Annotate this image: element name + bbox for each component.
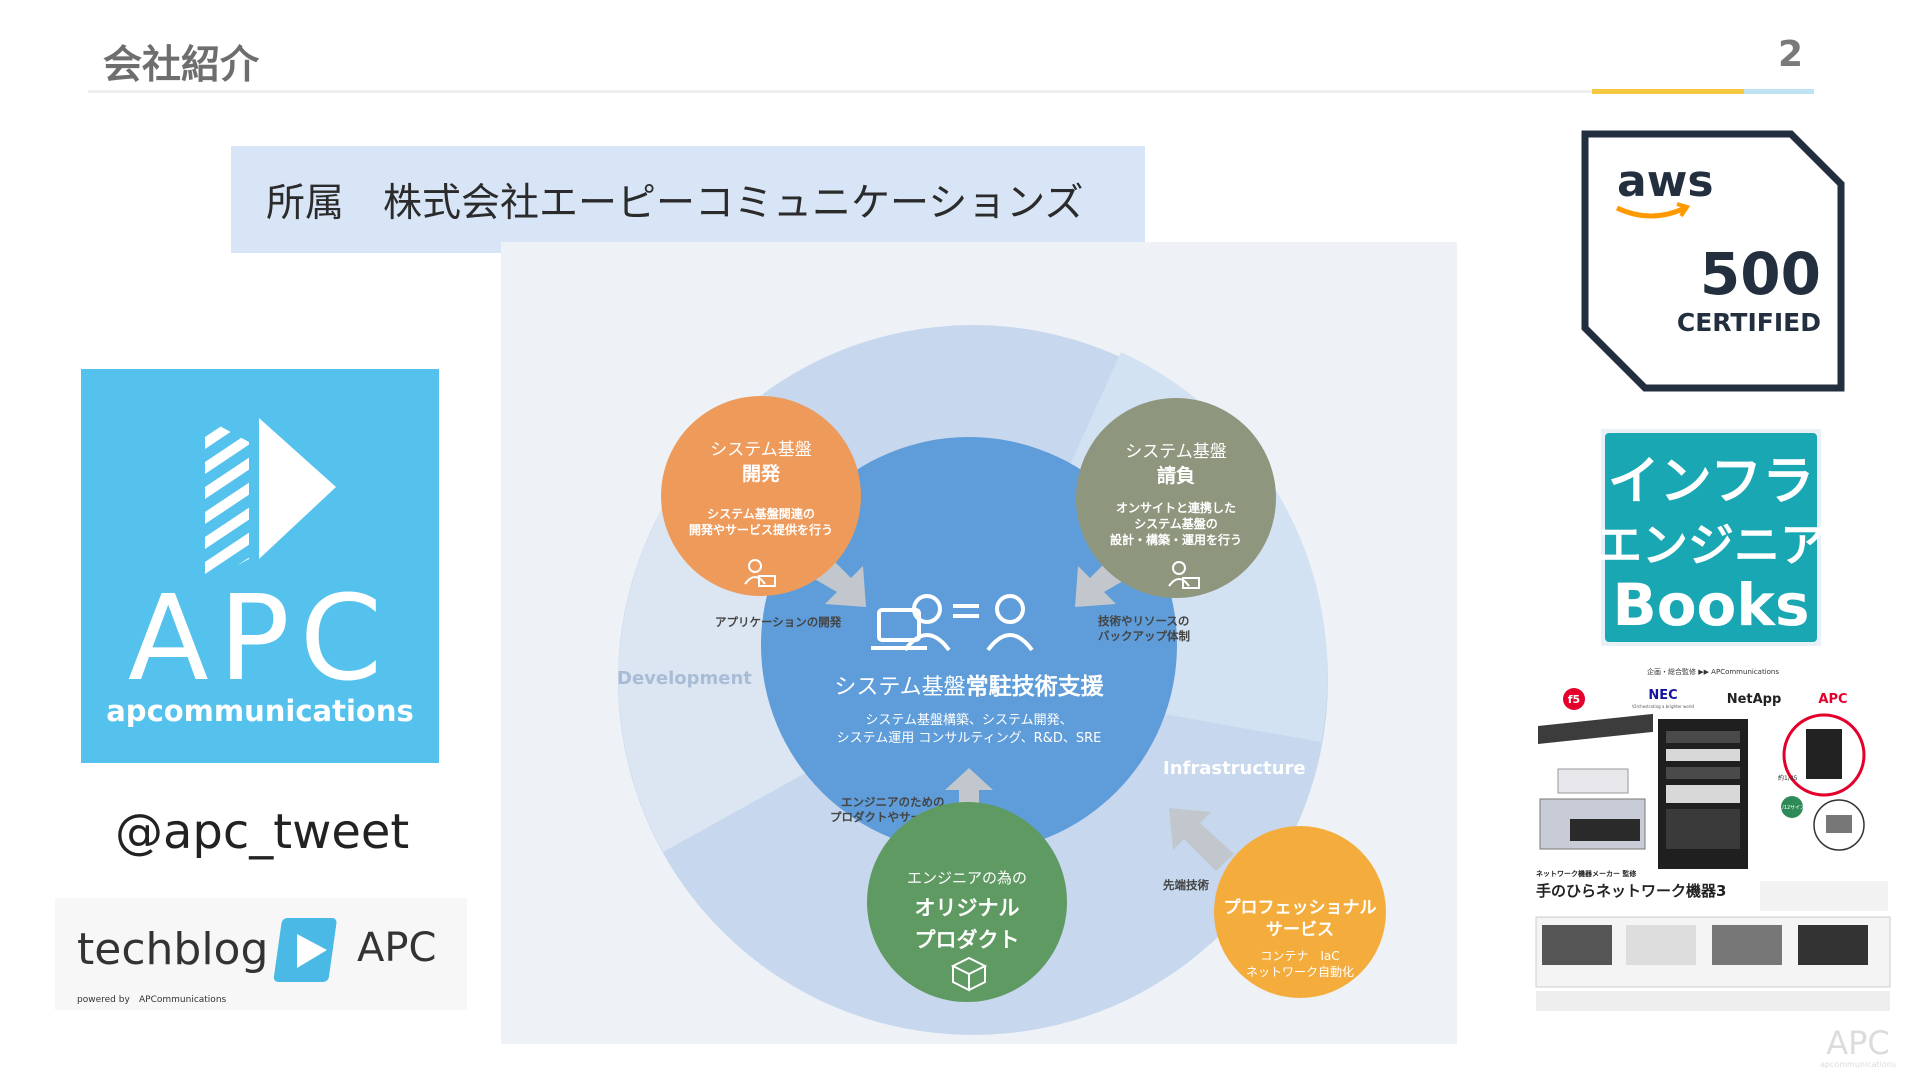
affiliation-banner: 所属 株式会社エーピーコミュニケーションズ [231,146,1145,253]
label-tech-backup-2: バックアップ体制 [1098,629,1190,643]
books-text-2: エンジニア [1601,518,1821,572]
node-dev-desc-1: システム基盤関連の [707,506,815,521]
apc-logo-sub: apcommunications [106,694,414,728]
node-pro-circle [1214,826,1386,998]
node-pro-desc-1: コンテナ IaC [1260,949,1339,963]
label-infrastructure: Infrastructure [1163,758,1306,779]
accent-bar-yellow [1592,89,1744,94]
aws-badge-number: 500 [1700,240,1821,308]
slide-title: 会社紹介 [103,43,260,88]
node-product-title-2: オリジナル [915,896,1020,920]
node-contract-desc-2: システム基盤の [1134,516,1218,531]
operator-icon [1168,561,1200,589]
page-number: 2 [1778,34,1804,75]
node-contract-title-2: 請負 [1157,464,1195,487]
flyer-scale-a: 約1/35 [1778,774,1798,782]
node-pro-desc-2: ネットワーク自動化 [1246,965,1354,979]
watermark-mark: APC [1826,1024,1890,1062]
accent-bar-blue [1744,89,1814,94]
flyer-subtitle: ネットワーク機器メーカー 監修 [1536,869,1637,878]
network-device-flyer: 企画・総合監修 ▶▶ APCommunications f5 NEC \Orch… [1528,659,1898,1017]
center-desc-2: システム運用 コンサルティング、R&D、SRE [837,731,1102,746]
node-pro-title-2: サービス [1266,920,1334,940]
node-contract-desc-3: 設計・構築・運用を行う [1110,532,1242,547]
flyer-brand-netapp: NetApp [1727,692,1782,707]
network-devices-illustration [1538,713,1866,869]
techblog-logo[interactable]: techblog APC powered by APCommunications [55,898,467,1010]
apc-watermark: APC apcommunications [1820,1024,1896,1069]
node-contract-desc-1: オンサイトと連携した [1116,500,1236,515]
books-text-3: Books [1613,571,1810,639]
watermark-sub: apcommunications [1820,1060,1896,1069]
center-desc-1: システム基盤構築、システム開発、 [865,713,1072,728]
node-dev-circle [661,396,861,596]
box-icon [950,956,988,992]
techblog-powered: powered by [77,995,130,1005]
flyer-brand-apc: APC [1818,692,1847,707]
f5-logo-icon [1563,688,1585,710]
flyer-brand-f5: f5 [1568,693,1580,706]
flyer-brand-nec: NEC [1648,688,1677,703]
node-pro-title-1: プロフェッショナル [1224,897,1377,918]
service-diagram: Development Infrastructure システム基盤常駐技術支援 … [501,242,1457,1044]
flyer-nec-tagline: \Orchestrating a brighter world [1632,704,1695,709]
twitter-handle[interactable]: @apc_tweet [115,804,410,860]
center-title: システム基盤常駐技術支援 [834,673,1104,700]
techblog-company: APCommunications [139,995,227,1005]
aws-500-certified-badge: aws 500 CERTIFIED [1581,130,1861,397]
flyer-headline: 手のひらネットワーク機器3 [1536,882,1726,900]
flyer-header: 企画・総合監修 ▶▶ APCommunications [1647,667,1779,676]
node-product-title-3: プロダクト [915,928,1020,952]
center-circle [761,437,1177,853]
node-dev-title-1: システム基盤 [710,440,812,460]
aws-badge-word: CERTIFIED [1677,308,1821,337]
scale-badge-icon [1781,796,1803,818]
apc-logo-mark: APC [128,569,392,707]
node-dev-desc-2: 開発やサービス提供を行う [689,522,833,537]
label-advanced-tech: 先端技術 [1163,878,1209,892]
techblog-brand: APC [357,925,436,971]
developer-icon [744,559,776,587]
techblog-play-icon [273,918,337,982]
techblog-word: techblog [77,924,268,975]
flyer-scale-b: 1/12サイズ [1779,804,1805,811]
node-product-circle [867,802,1067,1002]
node-product-title-1: エンジニアの為の [907,869,1027,887]
label-app-dev: アプリケーションの開発 [715,615,842,629]
label-for-engineers-1: エンジニアのための [841,795,945,809]
play-arrow-icon [205,418,336,583]
engineers-icon [871,594,1034,652]
infra-engineer-books-logo: インフラ エンジニア Books [1601,429,1821,646]
label-tech-backup-1: 技術やリソースの [1098,614,1189,628]
aws-smile-icon [1615,205,1687,219]
node-contract-circle [1076,398,1276,598]
apc-logo: APC apcommunications [81,369,439,763]
node-contract-title-1: システム基盤 [1125,442,1227,462]
aws-wordmark: aws [1617,156,1714,207]
label-development: Development [617,668,752,689]
books-text-1: インフラ [1608,452,1814,512]
node-dev-title-2: 開発 [742,462,781,485]
title-divider [88,90,1814,93]
books-logo-background [1605,433,1817,642]
